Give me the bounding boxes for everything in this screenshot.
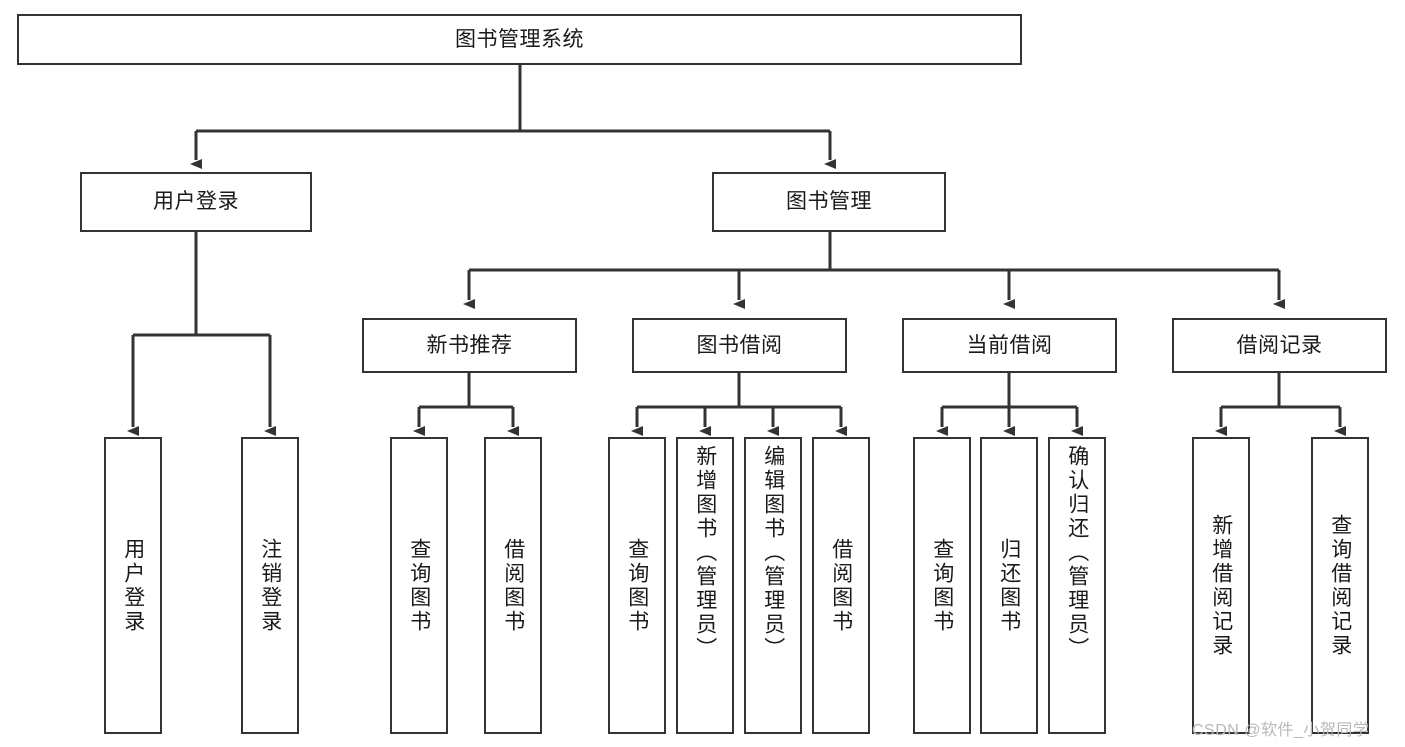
node-leaf-query-record-label: 查询借阅记录: [1328, 513, 1352, 658]
node-leaf-borrow-book-label: 借阅图书: [829, 537, 853, 634]
node-leaf-user-logout-label: 注销登录: [258, 537, 282, 634]
node-leaf-confirm-return[interactable]: 确认归还（管理员）: [1048, 437, 1106, 734]
node-leaf-user-login-label: 用户登录: [121, 537, 145, 634]
node-root-label: 图书管理系统: [455, 27, 584, 51]
node-leaf-query-book-current-label: 查询图书: [930, 537, 954, 634]
node-root[interactable]: 图书管理系统: [17, 14, 1022, 65]
node-book-borrow[interactable]: 图书借阅: [632, 318, 847, 373]
node-leaf-query-book-borrow-label: 查询图书: [625, 537, 649, 634]
watermark-text: CSDN @软件_小贺同学: [1192, 722, 1370, 739]
node-leaf-query-book-rec-label: 查询图书: [407, 537, 431, 634]
node-leaf-user-login[interactable]: 用户登录: [104, 437, 162, 734]
node-current-borrow-label: 当前借阅: [966, 333, 1053, 357]
node-leaf-query-book-borrow[interactable]: 查询图书: [608, 437, 666, 734]
node-leaf-query-record[interactable]: 查询借阅记录: [1311, 437, 1369, 734]
node-leaf-edit-book[interactable]: 编辑图书（管理员）: [744, 437, 802, 734]
node-borrow-record-label: 借阅记录: [1236, 333, 1323, 357]
node-leaf-return-book[interactable]: 归还图书: [980, 437, 1038, 734]
node-user-login[interactable]: 用户登录: [80, 172, 312, 232]
node-book-manage[interactable]: 图书管理: [712, 172, 946, 232]
node-leaf-borrow-book-rec-label: 借阅图书: [501, 537, 525, 634]
node-leaf-confirm-return-label: 确认归还（管理员）: [1065, 445, 1089, 661]
node-new-book-recommend-label: 新书推荐: [426, 333, 513, 357]
node-leaf-add-record-label: 新增借阅记录: [1209, 513, 1233, 658]
node-leaf-edit-book-label: 编辑图书（管理员）: [761, 445, 785, 661]
node-leaf-add-record[interactable]: 新增借阅记录: [1192, 437, 1250, 734]
node-leaf-query-book-rec[interactable]: 查询图书: [390, 437, 448, 734]
node-leaf-user-logout[interactable]: 注销登录: [241, 437, 299, 734]
node-leaf-borrow-book[interactable]: 借阅图书: [812, 437, 870, 734]
node-leaf-borrow-book-rec[interactable]: 借阅图书: [484, 437, 542, 734]
node-book-manage-label: 图书管理: [786, 190, 872, 214]
node-current-borrow[interactable]: 当前借阅: [902, 318, 1117, 373]
node-new-book-recommend[interactable]: 新书推荐: [362, 318, 577, 373]
node-leaf-add-book-label: 新增图书（管理员）: [693, 445, 717, 661]
node-book-borrow-label: 图书借阅: [696, 333, 783, 357]
node-leaf-query-book-current[interactable]: 查询图书: [913, 437, 971, 734]
node-leaf-add-book[interactable]: 新增图书（管理员）: [676, 437, 734, 734]
node-user-login-label: 用户登录: [153, 190, 239, 214]
node-leaf-return-book-label: 归还图书: [997, 537, 1021, 634]
node-borrow-record[interactable]: 借阅记录: [1172, 318, 1387, 373]
